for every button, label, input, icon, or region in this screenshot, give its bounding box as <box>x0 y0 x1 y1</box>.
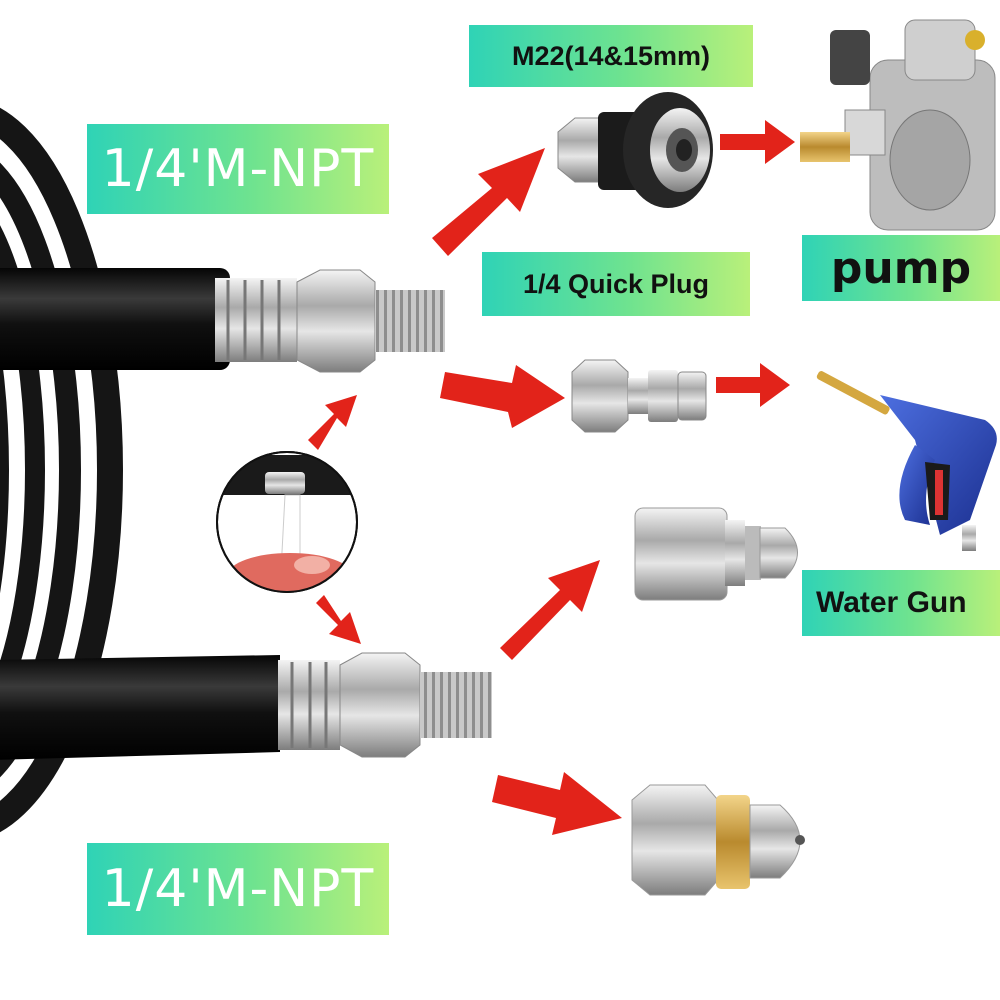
pump-label: pump <box>802 235 1000 301</box>
arrow-inset-up <box>308 395 357 450</box>
inset-detail-circle <box>216 451 358 593</box>
hose-coil <box>0 107 123 833</box>
hose-top <box>0 268 297 370</box>
npt-fitting-bottom <box>339 652 492 758</box>
arrow-inset-down <box>316 595 361 644</box>
npt-label-bottom: 1/4'M-NPT <box>87 843 389 935</box>
arrow-m22-to-pump <box>720 120 795 164</box>
water-gun-label: Water Gun <box>802 570 1000 636</box>
sewer-nozzle-top <box>634 507 798 601</box>
quick-plug-label: 1/4 Quick Plug <box>482 252 750 316</box>
pump <box>800 19 996 231</box>
npt-label-top: 1/4'M-NPT <box>87 124 389 214</box>
hose-bottom <box>0 655 340 760</box>
arrow-to-quick-plug <box>440 365 565 428</box>
sewer-nozzle-bottom <box>631 784 805 896</box>
arrow-to-nozzle-bottom <box>492 772 622 835</box>
arrow-to-m22 <box>432 148 545 256</box>
quick-plug <box>571 359 707 433</box>
m22-coupler <box>557 92 713 208</box>
arrow-quick-plug-to-gun <box>716 363 790 407</box>
npt-fitting-top <box>296 269 445 373</box>
arrow-to-nozzle-top <box>500 560 600 660</box>
arrows <box>308 120 795 835</box>
water-gun <box>816 371 997 551</box>
m22-label: M22(14&15mm) <box>469 25 753 87</box>
